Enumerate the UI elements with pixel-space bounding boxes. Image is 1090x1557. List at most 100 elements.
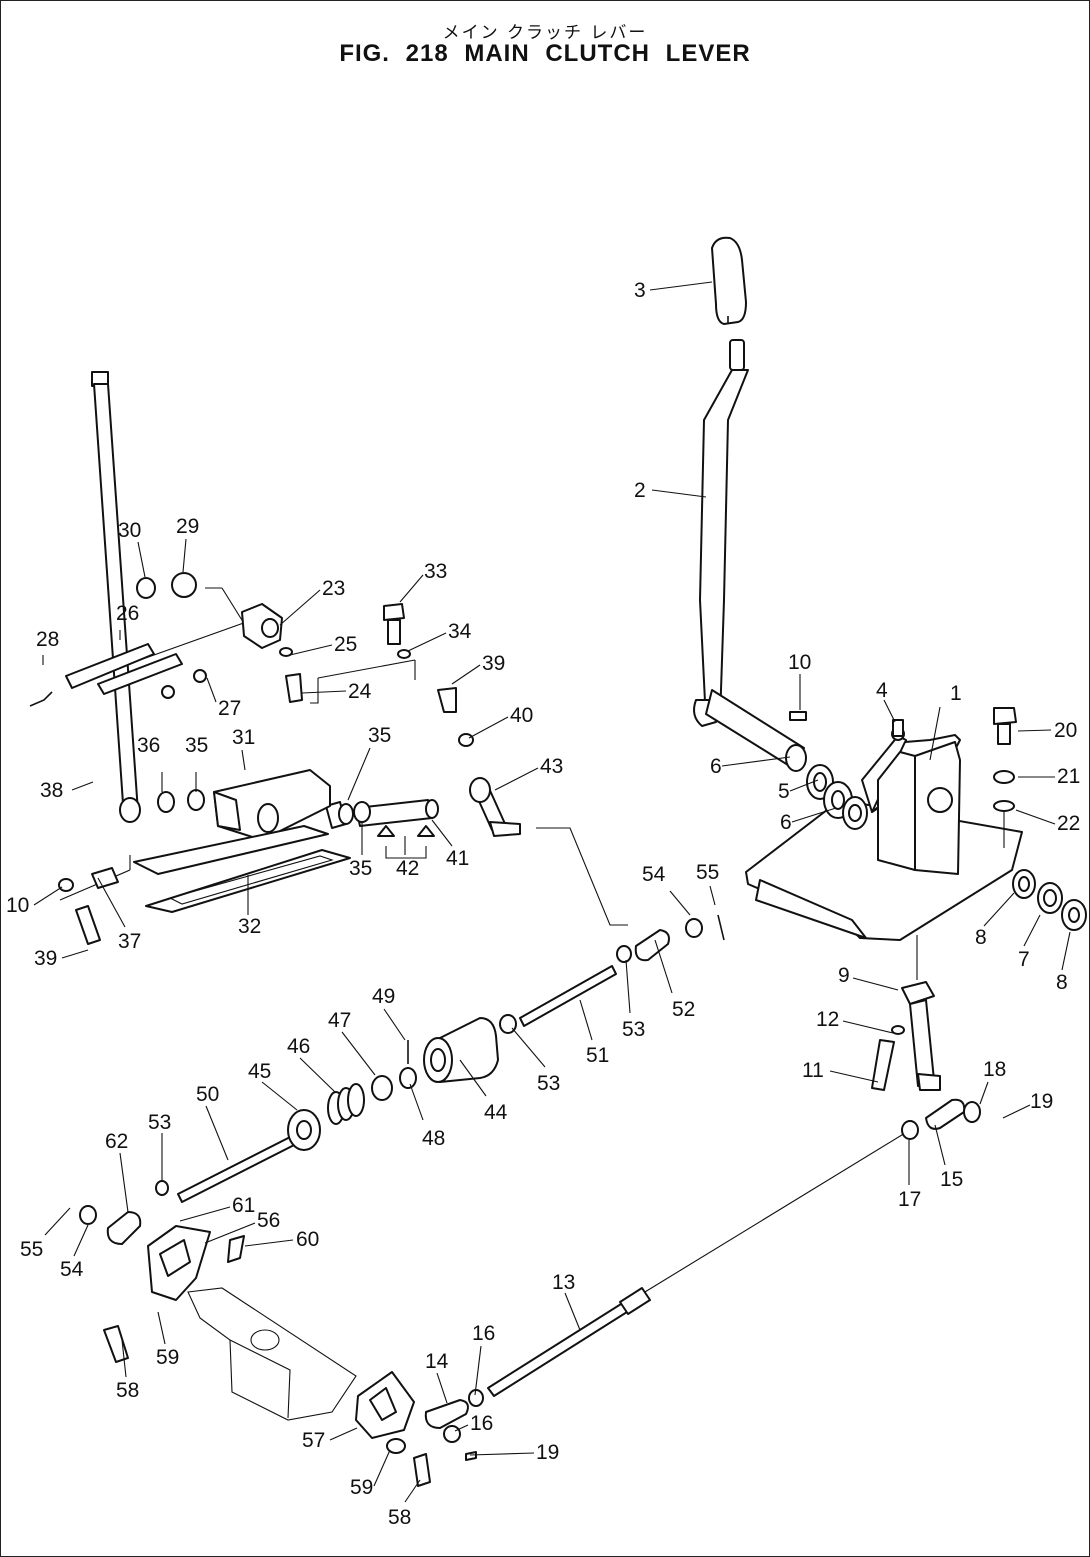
pin-55 (717, 914, 725, 941)
callout-31: 31 (232, 726, 255, 771)
callout-17: 17 (898, 1140, 921, 1211)
callout-8: 8 (1056, 931, 1071, 994)
leader-line (579, 999, 593, 1041)
part-number-label: 4 (876, 679, 888, 702)
part-number-label: 42 (396, 857, 419, 880)
cylinder (423, 1017, 499, 1083)
lower-lever (901, 981, 941, 1091)
callout-60: 60 (244, 1228, 319, 1251)
leader-line (179, 1206, 231, 1222)
part-number-label: 41 (446, 847, 469, 870)
part-number-label: 13 (552, 1271, 575, 1294)
callout-13: 13 (552, 1271, 581, 1331)
leader-line (829, 1070, 879, 1083)
part-number-label: 27 (218, 697, 241, 720)
leader-line (431, 819, 453, 847)
part-number-label: 39 (34, 947, 57, 970)
callout-18: 18 (979, 1058, 1006, 1105)
callout-46: 46 (287, 1035, 336, 1093)
bracket-base (745, 719, 1023, 941)
arm-43 (469, 777, 521, 837)
callout-6: 6 (780, 807, 837, 834)
leader-line (934, 1124, 946, 1166)
part-number-label: 53 (622, 1018, 645, 1041)
nut-54 (685, 918, 703, 938)
callout-25: 25 (289, 633, 357, 656)
callout-47: 47 (328, 1009, 376, 1076)
callout-1: 1 (929, 682, 962, 761)
part-number-label: 51 (586, 1044, 609, 1067)
part-number-label: 11 (802, 1059, 824, 1082)
part-number-label: 52 (672, 998, 695, 1021)
lower-bracket (355, 1371, 415, 1439)
leader-line (649, 281, 713, 291)
part-number-label: 17 (898, 1188, 921, 1211)
part-number-label: 58 (388, 1506, 411, 1529)
leader-line (241, 749, 246, 771)
leader-line (474, 1345, 482, 1396)
leader-line (299, 1057, 336, 1093)
part-number-label: 35 (368, 724, 391, 747)
leader-line (44, 1207, 71, 1236)
leader-line (669, 890, 691, 916)
title-japanese: メイン クラッチ レバー (442, 23, 648, 43)
callout-9: 9 (838, 964, 899, 991)
bushings-7-8 (1012, 869, 1087, 931)
callout-54: 54 (642, 863, 691, 916)
leader-line (289, 644, 333, 656)
washer-40 (458, 733, 474, 747)
part-number-label: 30 (118, 519, 141, 542)
callout-62: 62 (105, 1130, 129, 1213)
leader-line (409, 1083, 424, 1121)
callout-53: 53 (622, 959, 645, 1041)
part-number-label: 29 (176, 515, 199, 538)
part-number-label: 62 (105, 1130, 128, 1153)
callout-33: 33 (399, 560, 447, 603)
callout-20: 20 (1017, 719, 1077, 742)
part-number-label: 31 (232, 726, 255, 749)
spring-seat (287, 1109, 321, 1151)
part-number-label: 59 (156, 1346, 179, 1369)
spring (327, 1083, 365, 1125)
leader-line (979, 1081, 989, 1105)
leader-line (459, 1059, 487, 1097)
leader-line (261, 1081, 298, 1111)
part-number-label: 35 (185, 734, 208, 757)
housing-phantom (187, 1287, 357, 1421)
part-number-label: 32 (238, 915, 261, 938)
part-number-label: 55 (20, 1238, 43, 1261)
leader-line (97, 877, 126, 928)
washer-25 (279, 647, 293, 657)
leader-line (1061, 931, 1071, 971)
callout-24: 24 (301, 680, 372, 703)
bell-crank (79, 1180, 245, 1363)
part-number-label: 2 (634, 479, 646, 502)
callout-16: 16 (454, 1412, 493, 1435)
leader-line (842, 1020, 894, 1034)
collar-29 (171, 572, 197, 598)
part-number-label: 21 (1057, 765, 1080, 788)
bolt-58 (413, 1453, 431, 1487)
leader-line (468, 716, 509, 739)
part-number-label: 56 (257, 1209, 280, 1232)
callout-52: 52 (654, 939, 695, 1021)
callout-29: 29 (176, 515, 199, 573)
part-number-label: 1 (950, 682, 962, 705)
leader-line (436, 1372, 448, 1404)
callout-12: 12 (816, 1008, 894, 1034)
callout-27: 27 (206, 677, 241, 720)
part-number-label: 9 (838, 964, 850, 987)
part-number-label: 40 (510, 704, 533, 727)
part-number-label: 46 (287, 1035, 310, 1058)
part-number-label: 53 (537, 1072, 560, 1095)
callout-layer: 1234566788910101112131415161617181919202… (6, 279, 1080, 1529)
part-number-label: 60 (296, 1228, 319, 1251)
leader-line (852, 977, 899, 991)
callout-21: 21 (1018, 765, 1080, 788)
part-number-label: 6 (780, 811, 792, 834)
bolt-11 (871, 1039, 895, 1091)
leader-line (157, 1311, 166, 1345)
bushings-35 (325, 801, 371, 829)
part-number-label: 10 (6, 894, 29, 917)
rod-end-assembly (901, 1098, 981, 1140)
